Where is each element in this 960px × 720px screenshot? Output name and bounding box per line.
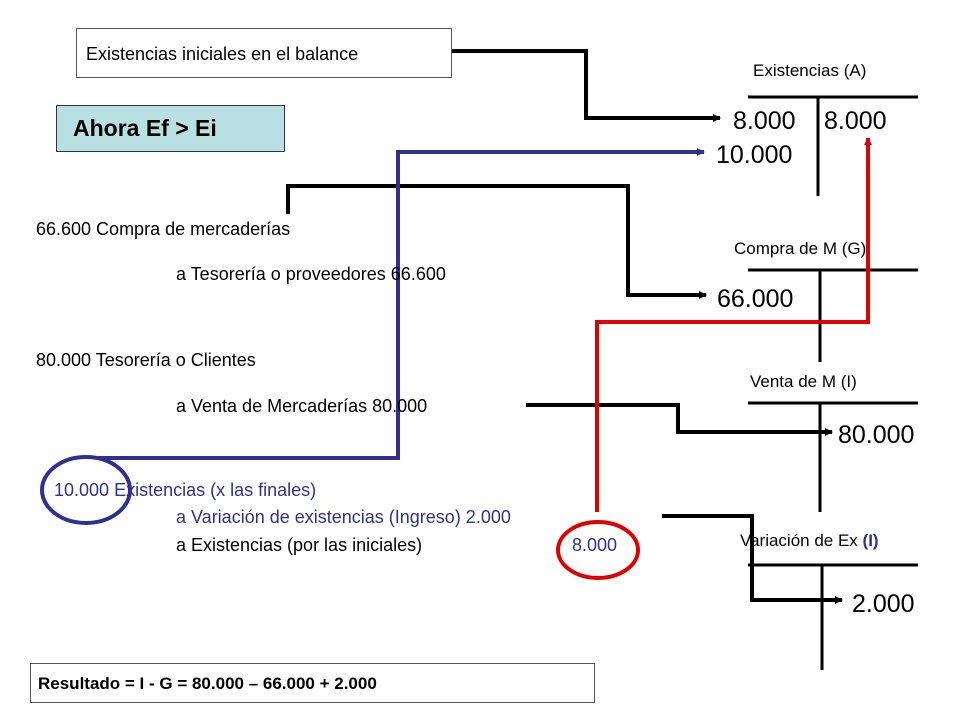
existencias-debit-2: 10.000 (716, 141, 793, 169)
condition-box: Ahora Ef > Ei (56, 105, 285, 152)
arrow-compra (286, 184, 707, 299)
result-label: Resultado = I - G = 80.000 – 66.000 + 2.… (38, 674, 377, 693)
arrow-initial-stock-credit (595, 137, 872, 512)
highlight-ellipse-red (556, 520, 640, 580)
account-variacion-title: Variación de Ex (I) (740, 531, 879, 551)
condition-label: Ahora Ef > Ei (73, 115, 217, 141)
journal-line-1: 66.600 Compra de mercaderías (36, 219, 291, 239)
arrow-final-stock (98, 148, 705, 460)
journal-line-7-amount: 8.000 (572, 535, 618, 555)
journal-line-4: a Venta de Mercaderías 80.000 (176, 396, 428, 416)
venta-credit-1: 80.000 (838, 421, 915, 449)
account-variacion-title-tag: (I) (862, 531, 879, 550)
account-compra-title: Compra de M (G) (734, 239, 867, 258)
variacion-credit-1: 2.000 (852, 590, 915, 618)
arrow-variacion (662, 514, 843, 604)
journal-line-5-text: Existencias (x las finales) (109, 480, 317, 500)
initial-balance-label: Existencias iniciales en el balance (86, 44, 359, 64)
journal-line-2: a Tesorería o proveedores 66.600 (176, 264, 446, 284)
result-box: Resultado = I - G = 80.000 – 66.000 + 2.… (30, 663, 595, 703)
journal-line-5-amount: 10.000 (54, 480, 110, 500)
highlight-ellipse-blue (40, 455, 132, 525)
arrow-venta (526, 403, 833, 436)
journal-line-3: 80.000 Tesorería o Clientes (36, 350, 256, 370)
journal-line-7: a Existencias (por las iniciales) (176, 535, 422, 556)
journal-line-6: a Variación de existencias (Ingreso) 2.0… (176, 507, 511, 527)
existencias-debit-1: 8.000 (733, 107, 796, 135)
account-variacion-title-prefix: Variación de Ex (740, 531, 863, 550)
arrow-initial-balance (452, 49, 721, 122)
journal-line-7-text: a Existencias (por las iniciales) (176, 535, 423, 555)
compra-debit-1: 66.000 (717, 285, 794, 313)
account-venta-title: Venta de M (I) (750, 372, 857, 391)
existencias-credit-1: 8.000 (824, 107, 887, 135)
account-existencias-title: Existencias (A) (753, 61, 867, 80)
initial-balance-box: Existencias iniciales en el balance (76, 28, 452, 78)
journal-line-5: 10.000 Existencias (x las finales) (54, 480, 316, 501)
